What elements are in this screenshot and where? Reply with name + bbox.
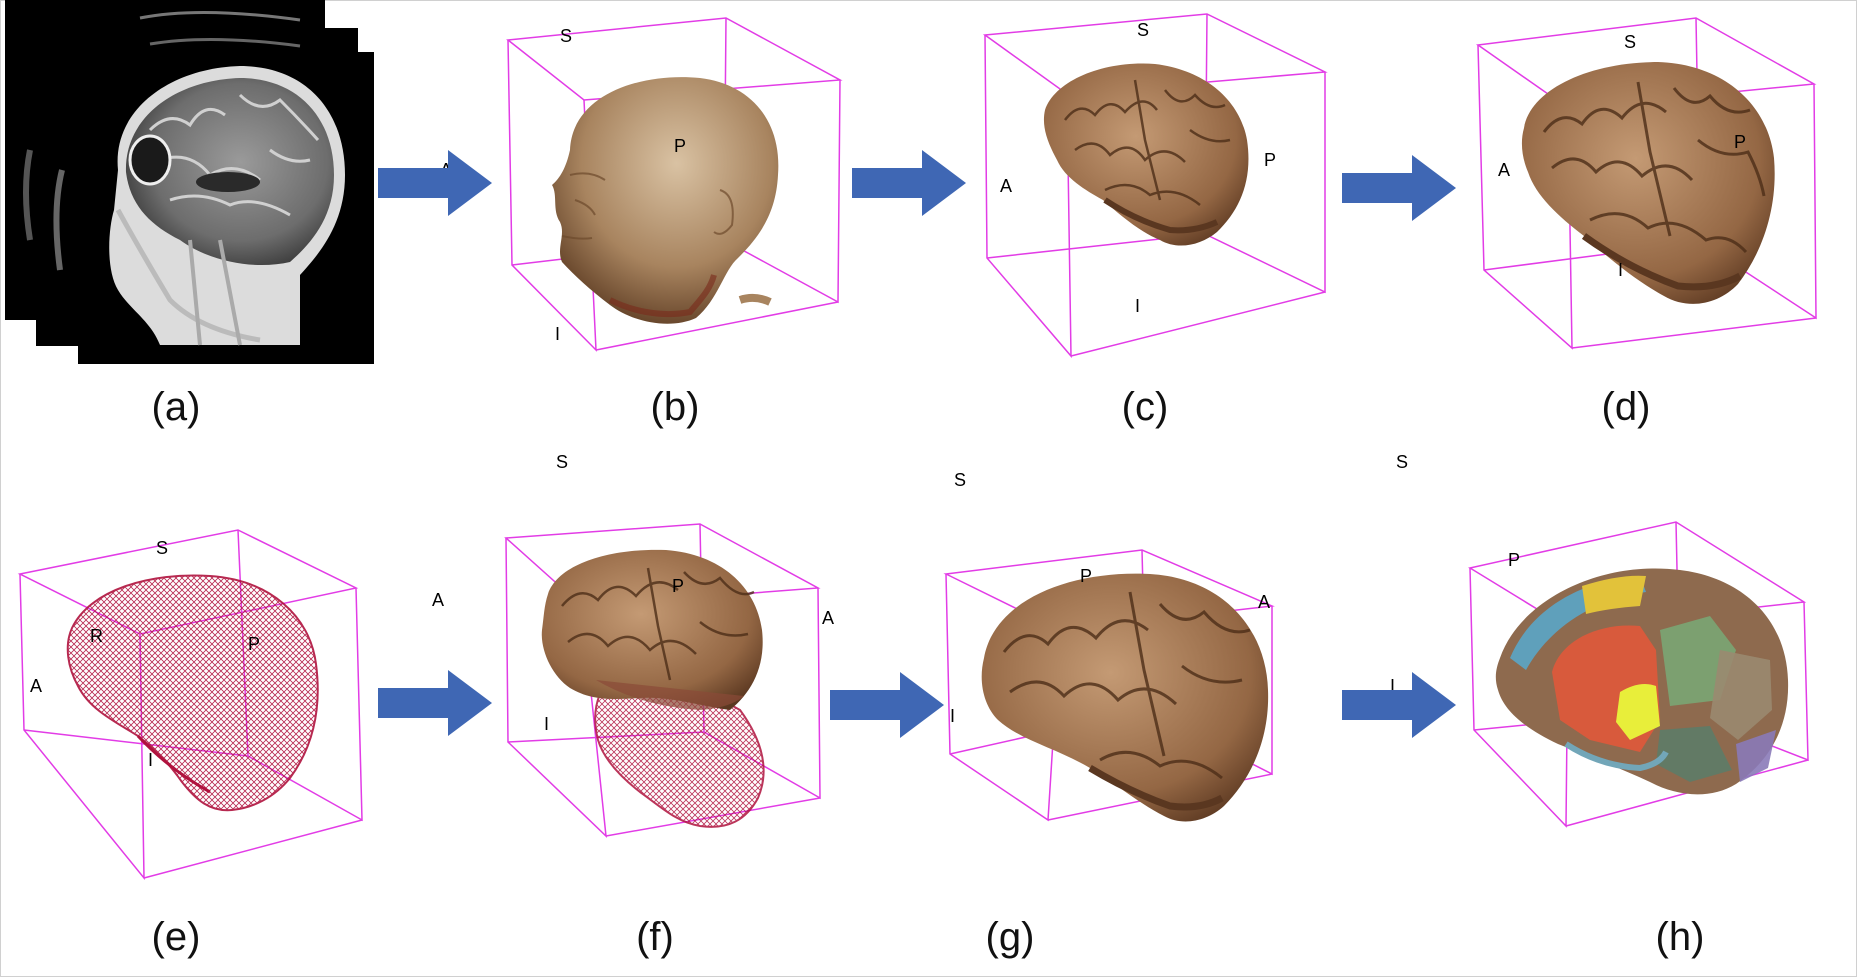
- caption-d: (d): [1601, 385, 1651, 429]
- label-anterior: A: [1258, 592, 1270, 612]
- mesh-image: S R A P I: [17, 529, 363, 881]
- brain-with-mesh-image: S A P I: [432, 452, 821, 838]
- caption-a: (a): [151, 385, 201, 429]
- right-arrow-icon: [378, 670, 492, 736]
- caption-c: (c): [1121, 385, 1169, 429]
- label-inferior: I: [544, 714, 549, 734]
- caption-h: (h): [1655, 915, 1705, 959]
- label-superior: S: [1137, 20, 1149, 40]
- mri-slices-image: [5, 0, 374, 364]
- label-superior: S: [954, 470, 966, 490]
- label-anterior: A: [432, 590, 444, 610]
- label-anterior: A: [1000, 176, 1012, 196]
- label-superior: S: [1396, 452, 1408, 472]
- head-volume-image: S A P I: [440, 17, 843, 352]
- caption-e: (e): [151, 915, 201, 959]
- label-anterior: A: [1498, 160, 1510, 180]
- label-posterior: P: [1508, 550, 1520, 570]
- right-arrow-icon: [1342, 672, 1456, 738]
- right-arrow-icon: [852, 150, 966, 216]
- panel-c: S A P I (c): [982, 0, 1335, 440]
- label-posterior: P: [674, 136, 686, 156]
- label-inferior: I: [1135, 296, 1140, 316]
- brain-parcellated-image: S A P I: [1258, 452, 1809, 828]
- label-inferior: I: [950, 706, 955, 726]
- label-anterior: A: [30, 676, 42, 696]
- label-anterior: A: [822, 608, 834, 628]
- caption-b: (b): [650, 385, 700, 429]
- orientation-box: [982, 13, 1328, 359]
- right-arrow-icon: [1342, 155, 1456, 221]
- label-inferior: I: [555, 324, 560, 344]
- panel-a: (a): [0, 0, 380, 440]
- label-posterior: P: [672, 576, 684, 596]
- brain-small-image: S A P I: [982, 13, 1328, 359]
- label-superior: S: [560, 26, 572, 46]
- panel-h: S A P I (h): [1258, 452, 1830, 970]
- label-inferior: I: [1390, 676, 1395, 696]
- right-arrow-icon: [830, 672, 944, 738]
- panel-f: S A P I (f): [432, 452, 850, 970]
- label-inferior: I: [148, 750, 153, 770]
- label-posterior: P: [248, 634, 260, 654]
- label-inferior: I: [1618, 260, 1623, 280]
- panel-g: S A P I (g): [822, 470, 1330, 970]
- brain-large-image: S A P I: [1475, 17, 1817, 350]
- label-posterior: P: [1080, 566, 1092, 586]
- label-superior: S: [156, 538, 168, 558]
- label-posterior: P: [1734, 132, 1746, 152]
- label-superior: S: [1624, 32, 1636, 52]
- caption-f: (f): [636, 915, 674, 959]
- brain-smooth-image: S A P I: [822, 470, 1275, 822]
- label-posterior: P: [1264, 150, 1276, 170]
- label-right: R: [90, 626, 103, 646]
- panel-d: S A P I (d): [1475, 0, 1818, 440]
- panel-e: S R A P I (e): [17, 529, 380, 970]
- label-superior: S: [556, 452, 568, 472]
- panel-b: S A P I (b): [440, 0, 860, 440]
- caption-g: (g): [985, 915, 1035, 959]
- right-arrow-icon: [378, 150, 492, 216]
